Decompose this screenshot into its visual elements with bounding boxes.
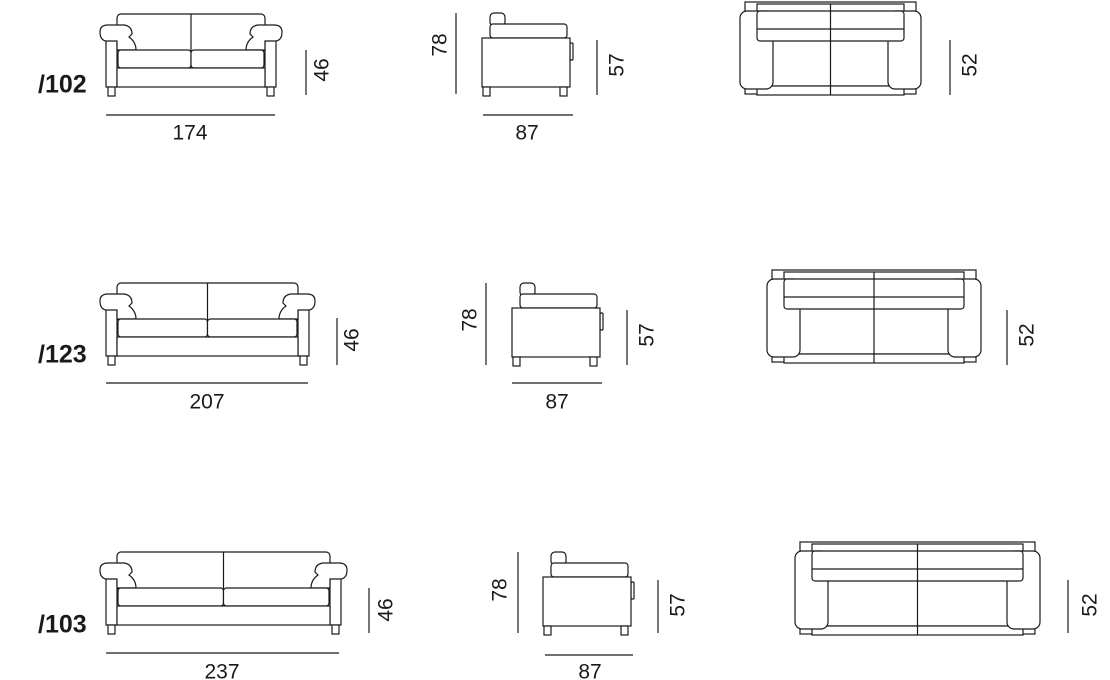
- dimension-lines: [106, 13, 951, 116]
- leg: [482, 86, 491, 97]
- leg: [543, 625, 552, 636]
- model-label: /103: [38, 610, 87, 639]
- depth-label: 87: [545, 390, 569, 414]
- side-view: [542, 551, 635, 636]
- left-arm-roll: [99, 562, 137, 589]
- dimension-lines: [106, 283, 1008, 384]
- leg: [299, 355, 308, 366]
- side-view: [511, 282, 604, 367]
- left-arm-post: [105, 577, 118, 626]
- arm-height-label: 57: [666, 593, 690, 617]
- total-height-label: 78: [488, 578, 512, 602]
- top-dim-label: 52: [1078, 593, 1102, 617]
- arm-height-label: 57: [635, 323, 659, 347]
- front-view: [99, 282, 316, 366]
- base: [116, 605, 331, 626]
- body: [542, 576, 632, 627]
- leg: [589, 356, 598, 367]
- top-view: [739, 1, 922, 96]
- leg: [512, 356, 521, 367]
- depth-label: 87: [515, 121, 539, 145]
- width-label: 237: [204, 660, 240, 680]
- top-dim-label: 52: [1015, 323, 1039, 347]
- front-view: [99, 551, 348, 635]
- left-arm-post: [105, 308, 118, 357]
- base: [116, 67, 266, 88]
- width-label: 174: [172, 121, 208, 145]
- leg: [107, 355, 116, 366]
- right-arm-roll: [245, 24, 283, 51]
- seat-cushion-right: [190, 49, 265, 69]
- top-view: [766, 269, 982, 364]
- right-arm-post: [264, 39, 277, 88]
- leg: [107, 624, 116, 635]
- side-view: [481, 12, 574, 97]
- right-arm-roll: [278, 293, 316, 320]
- seat-box: [550, 562, 629, 578]
- base: [116, 336, 299, 357]
- model-label: /123: [38, 340, 87, 369]
- seat-cushion-right: [206, 318, 298, 338]
- leg: [107, 86, 116, 97]
- arm-height-label: 57: [605, 53, 629, 77]
- leg: [266, 86, 275, 97]
- leg: [559, 86, 568, 97]
- left-arm-roll: [99, 24, 137, 51]
- left-arm-post: [105, 39, 118, 88]
- front-view: [99, 13, 283, 97]
- leg: [331, 624, 340, 635]
- dimension-lines: [106, 552, 1069, 656]
- seat-height-label: 46: [340, 328, 364, 352]
- model-label: /102: [38, 70, 87, 99]
- seat-cushion-left: [117, 318, 209, 338]
- seat-cushion-right: [222, 587, 330, 607]
- top-dim-label: 52: [958, 53, 982, 77]
- right-arm-post: [329, 577, 342, 626]
- seat-height-label: 46: [310, 58, 334, 82]
- depth-label: 87: [578, 660, 602, 680]
- right-arm-post: [297, 308, 310, 357]
- width-label: 207: [189, 390, 225, 414]
- right-arm-roll: [310, 562, 348, 589]
- body: [511, 307, 601, 358]
- body: [481, 37, 571, 88]
- leg: [620, 625, 629, 636]
- seat-box: [489, 23, 568, 39]
- left-arm-roll: [99, 293, 137, 320]
- top-view: [794, 541, 1041, 636]
- seat-height-label: 46: [374, 598, 398, 622]
- seat-box: [519, 293, 598, 309]
- seat-cushion-left: [117, 49, 192, 69]
- seat-cushion-left: [117, 587, 225, 607]
- total-height-label: 78: [458, 308, 482, 332]
- total-height-label: 78: [428, 33, 452, 57]
